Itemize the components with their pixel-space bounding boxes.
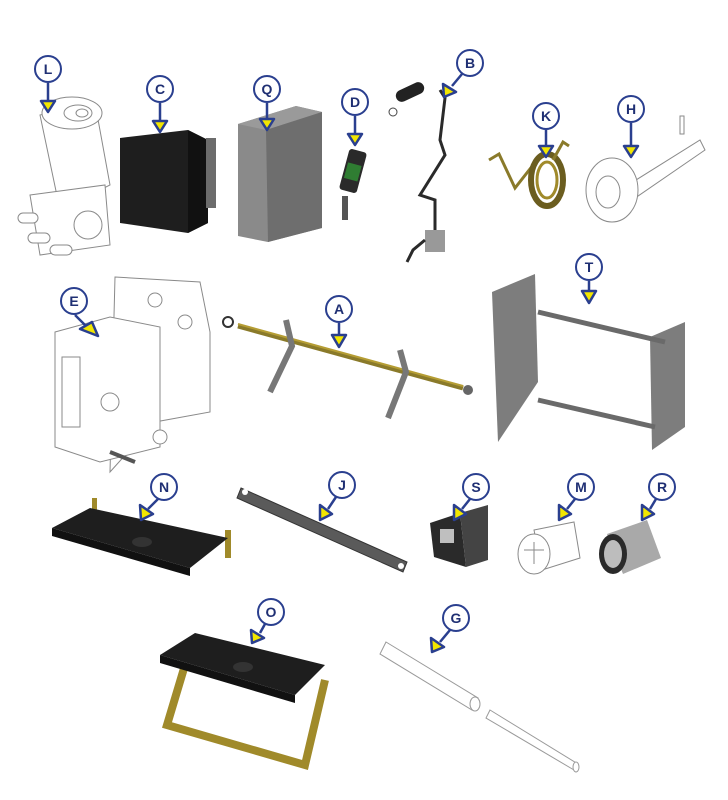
knob-shaft-part	[585, 115, 706, 223]
callout-label: H	[617, 95, 645, 123]
control-box-gray-part	[238, 106, 322, 242]
callout-label: C	[146, 75, 174, 103]
callout-R: R	[648, 473, 676, 501]
frame-assembly-part	[492, 274, 685, 450]
callout-J: J	[328, 471, 356, 499]
callout-label: T	[575, 253, 603, 281]
callout-M: M	[567, 473, 595, 501]
link-arm-part	[236, 487, 408, 573]
gearbox-mount-plate-part	[54, 276, 211, 474]
callout-label: J	[328, 471, 356, 499]
control-box-black-part	[120, 130, 216, 233]
pin-set-part	[379, 641, 580, 773]
callout-K: K	[532, 102, 560, 130]
callout-E: E	[60, 287, 88, 315]
callout-T: T	[575, 253, 603, 281]
callout-A: A	[325, 295, 353, 323]
step-assembly-part	[160, 633, 329, 771]
callout-label: O	[257, 598, 285, 626]
callout-Q: Q	[253, 75, 281, 103]
step-pad-part	[52, 498, 231, 576]
callout-D: D	[341, 88, 369, 116]
callout-S: S	[462, 473, 490, 501]
limit-switch-part	[339, 149, 367, 220]
drive-shaft-assembly-part	[222, 316, 473, 420]
callout-C: C	[146, 75, 174, 103]
callout-label: N	[150, 473, 178, 501]
bushing-plug-part	[517, 521, 581, 575]
callout-H: H	[617, 95, 645, 123]
callout-label: A	[325, 295, 353, 323]
bushing-sleeve-part	[599, 520, 661, 574]
wire-harness-part	[388, 82, 447, 263]
callout-label: M	[567, 473, 595, 501]
callout-label: R	[648, 473, 676, 501]
motor-gearbox-part	[17, 96, 111, 256]
callout-label: B	[456, 49, 484, 77]
callout-N: N	[150, 473, 178, 501]
callout-G: G	[442, 604, 470, 632]
callout-label: S	[462, 473, 490, 501]
callout-label: E	[60, 287, 88, 315]
callout-O: O	[257, 598, 285, 626]
callout-label: D	[341, 88, 369, 116]
callout-label: K	[532, 102, 560, 130]
callout-B: B	[456, 49, 484, 77]
bracket-part	[430, 505, 488, 567]
callout-label: L	[34, 55, 62, 83]
callout-label: Q	[253, 75, 281, 103]
callout-label: G	[442, 604, 470, 632]
callout-L: L	[34, 55, 62, 83]
